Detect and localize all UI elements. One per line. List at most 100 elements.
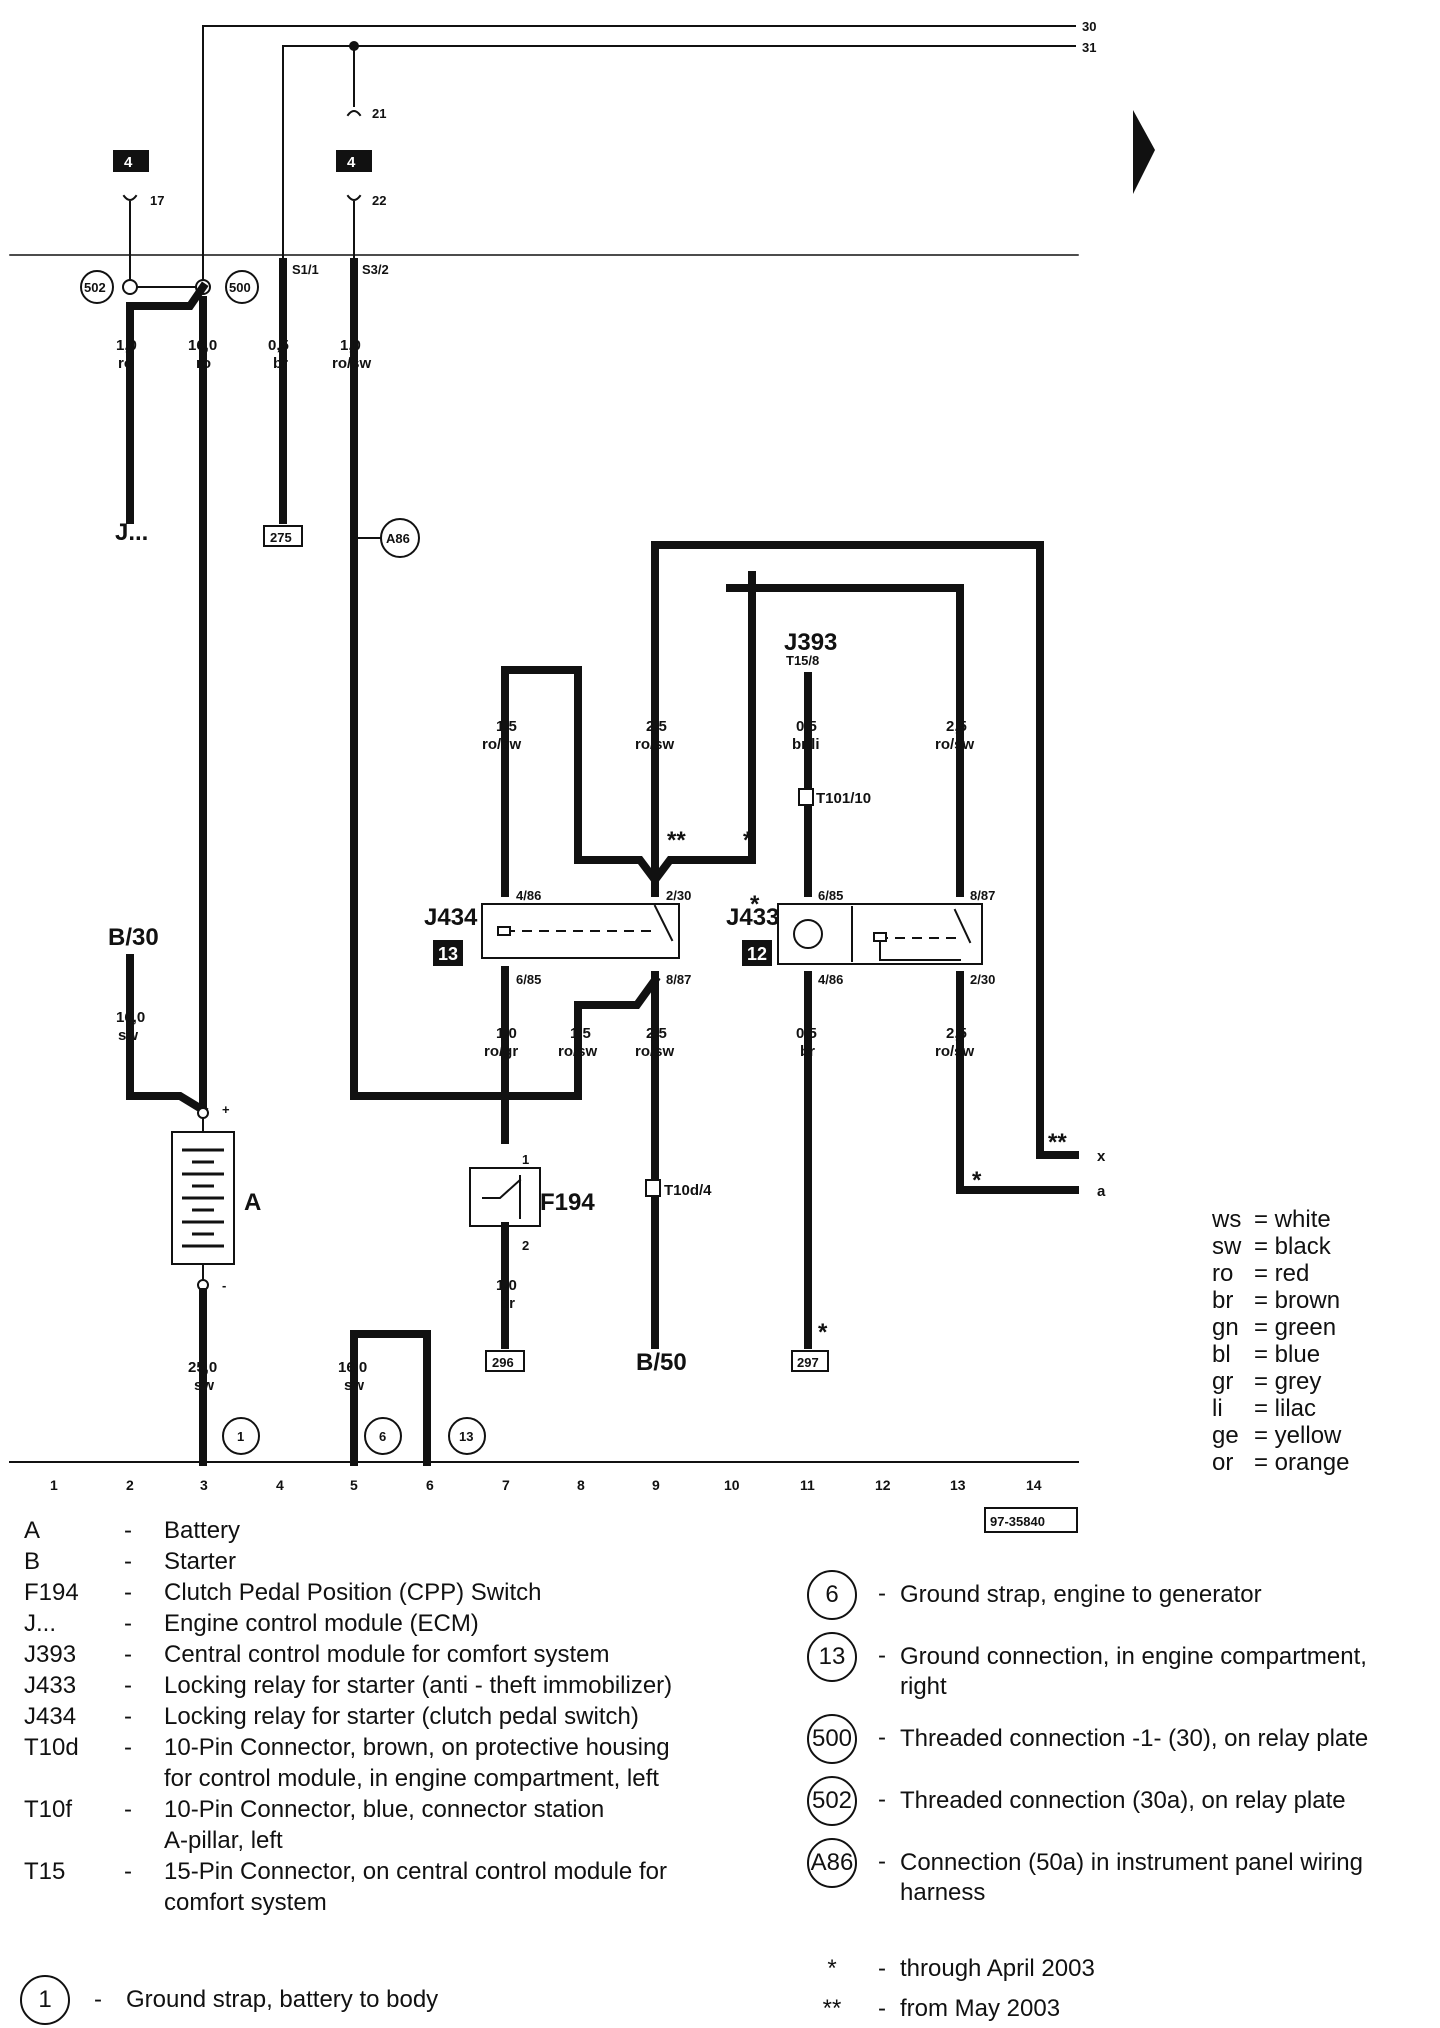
legend-desc: Locking relay for starter (clutch pedal … bbox=[164, 1703, 639, 1730]
legend-desc: A-pillar, left bbox=[164, 1827, 283, 1854]
wire-1-0-br-size: 1,0 bbox=[496, 1277, 517, 1294]
color-key-row: li= lilac bbox=[1212, 1395, 1349, 1422]
line-x-label: x bbox=[1097, 1148, 1106, 1165]
legend-dash: - bbox=[878, 1786, 886, 1813]
star-2: * bbox=[750, 891, 760, 918]
col-6: 6 bbox=[426, 1477, 434, 1493]
footnote-desc: through April 2003 bbox=[900, 1955, 1095, 1982]
legend-code: T10d bbox=[24, 1734, 79, 1761]
col-14: 14 bbox=[1026, 1477, 1042, 1493]
wire-502-link bbox=[126, 281, 209, 310]
wire-ground-color: sw bbox=[344, 1377, 364, 1394]
legend-dash: - bbox=[878, 1995, 886, 2022]
j433-electronic-icon bbox=[793, 919, 823, 949]
col-12: 12 bbox=[875, 1477, 891, 1493]
battery-plus-terminal bbox=[197, 1107, 209, 1119]
legend-desc: for control module, in engine compartmen… bbox=[164, 1765, 659, 1792]
legend-dash-blank bbox=[124, 1763, 164, 1794]
terminal-17-label: 17 bbox=[150, 193, 164, 208]
col-10: 10 bbox=[724, 1477, 740, 1493]
conn-502-circle bbox=[80, 270, 114, 304]
wire-16-0-sw-color: sw bbox=[118, 1027, 138, 1044]
legend-code: J433 bbox=[24, 1672, 77, 1699]
col-3: 3 bbox=[200, 1477, 208, 1493]
conn-500-symbol: 500 bbox=[807, 1714, 857, 1764]
legend-dash: - bbox=[124, 1796, 132, 1823]
col-11: 11 bbox=[800, 1477, 815, 1493]
conn-a86-symbol: A86 bbox=[807, 1838, 857, 1888]
col-1: 1 bbox=[50, 1477, 58, 1493]
legend-ground-1: 1 - Ground strap, battery to body bbox=[20, 1975, 438, 2025]
legend-desc: 10-Pin Connector, brown, on protective h… bbox=[164, 1734, 670, 1761]
legend-row: J...-Engine control module (ECM) bbox=[24, 1608, 672, 1639]
ground-13-label: 13 bbox=[459, 1429, 473, 1444]
ref-box-275 bbox=[263, 525, 303, 547]
conn-502-symbol: 502 bbox=[807, 1776, 857, 1826]
legend-code: B bbox=[24, 1548, 41, 1575]
legend-row: J434-Locking relay for starter (clutch p… bbox=[24, 1701, 672, 1732]
legend-dash-blank bbox=[124, 1887, 164, 1918]
j433-coil-wire bbox=[879, 940, 961, 961]
legend-row: J393-Central control module for comfort … bbox=[24, 1639, 672, 1670]
s3-label: S3/2 bbox=[362, 262, 389, 277]
j434-contact bbox=[653, 904, 674, 942]
legend-desc: 10-Pin Connector, blue, connector statio… bbox=[164, 1796, 605, 1823]
conn-502-label: 502 bbox=[84, 280, 106, 295]
pin-8-87-j433: 8/87 bbox=[970, 888, 995, 903]
footnote-symbol: * bbox=[827, 1955, 837, 1982]
wire-color-key: ws= white sw= black ro= red br= brown gn… bbox=[1212, 1206, 1349, 1476]
column-numbers: 1 2 3 4 5 6 7 8 9 10 11 12 13 14 bbox=[50, 1477, 1042, 1493]
wire-1-0-ro-gr-color: ro/gr bbox=[484, 1043, 518, 1060]
col-7: 7 bbox=[502, 1477, 510, 1493]
t10d-label: T10d/4 bbox=[664, 1182, 712, 1199]
wire-0-5-br-li-size: 0,5 bbox=[796, 718, 817, 735]
wire-1-0-ro-gr-size: 1,0 bbox=[496, 1025, 517, 1042]
col-8: 8 bbox=[577, 1477, 585, 1493]
legend-desc: Connection (50a) in instrument panel wir… bbox=[900, 1849, 1363, 1906]
legend-desc: Locking relay for starter (anti - theft … bbox=[164, 1672, 673, 1699]
pin-8-87: 8/87 bbox=[666, 972, 691, 987]
color-key-row: ws= white bbox=[1212, 1206, 1349, 1233]
legend-dash: - bbox=[124, 1610, 132, 1637]
legend-dash: - bbox=[94, 1986, 102, 2013]
color-key-row: ge= yellow bbox=[1212, 1422, 1349, 1449]
ref-id-box bbox=[984, 1507, 1078, 1533]
pin-4-86-j433: 4/86 bbox=[818, 972, 843, 987]
legend-code: J434 bbox=[24, 1703, 77, 1730]
wire-j433-lower-size: 2,5 bbox=[946, 1025, 967, 1042]
legend-row: 500-Threaded connection -1- (30), on rel… bbox=[800, 1714, 1420, 1764]
ref-box-296 bbox=[485, 1350, 525, 1372]
double-star-1: ** bbox=[667, 827, 686, 854]
col-13: 13 bbox=[950, 1477, 966, 1493]
wire-16-0-sw bbox=[126, 954, 209, 1116]
wire-0-5-size: 0,5 bbox=[268, 337, 289, 354]
battery-cells-icon bbox=[182, 1148, 224, 1248]
t101-label: T101/10 bbox=[816, 790, 871, 807]
wire-1-5-ro-sw-lower bbox=[501, 974, 661, 1100]
legend-code: T10f bbox=[24, 1796, 73, 1823]
switch-f194 bbox=[469, 1167, 541, 1227]
color-abbr: ge bbox=[1212, 1422, 1239, 1449]
ref-box-4-right bbox=[336, 150, 372, 172]
wire-1-5-lower-color: ro/sw bbox=[558, 1043, 598, 1060]
wire-2-5-color-a: ro/sw bbox=[635, 736, 675, 753]
pin-6-85-j433: 6/85 bbox=[818, 888, 843, 903]
terminal-21-label: 21 bbox=[372, 106, 386, 121]
legend-row: J433-Locking relay for starter (anti - t… bbox=[24, 1670, 672, 1701]
legend-row: 13-Ground connection, in engine compartm… bbox=[800, 1632, 1420, 1702]
legend-desc: Battery bbox=[164, 1517, 241, 1544]
ref-box-13 bbox=[433, 940, 463, 966]
next-page-arrow-icon bbox=[1133, 110, 1155, 194]
wire-2-5-lower-size: 2,5 bbox=[646, 1025, 667, 1042]
legend-code bbox=[24, 1887, 124, 1918]
wire-25-0-color: sw bbox=[194, 1377, 214, 1394]
pin-4-86: 4/86 bbox=[516, 888, 541, 903]
node-502 bbox=[122, 279, 138, 295]
color-abbr: sw bbox=[1212, 1233, 1242, 1260]
legend-row: A86-Connection (50a) in instrument panel… bbox=[800, 1838, 1420, 1908]
col-9: 9 bbox=[652, 1477, 660, 1493]
legend-right: 6-Ground strap, engine to generator 13-G… bbox=[800, 1570, 1420, 1920]
legend-code bbox=[24, 1825, 124, 1856]
legend-dash: - bbox=[878, 1580, 886, 1607]
